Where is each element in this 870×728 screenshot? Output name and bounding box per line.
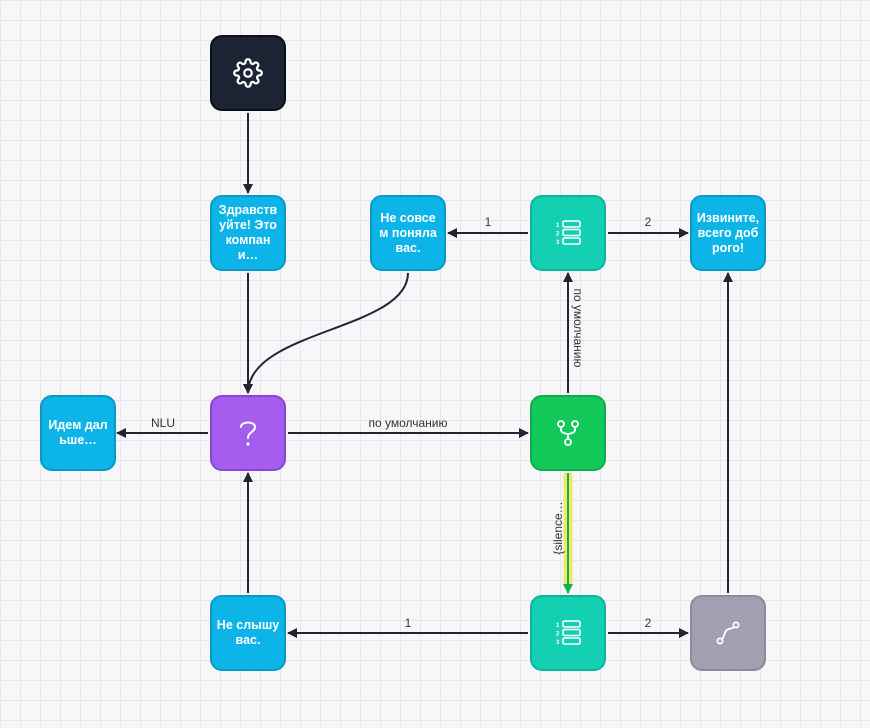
start-node[interactable]: [210, 35, 286, 111]
edge-label-nlu: NLU: [151, 416, 175, 430]
edge-label-top-1: 1: [485, 215, 492, 229]
gear-icon: [233, 58, 263, 88]
edge-label-bottom-2: 2: [645, 616, 652, 630]
greeting-message-node[interactable]: Здравствуйте! Это компани…: [210, 195, 286, 271]
question-node[interactable]: [210, 395, 286, 471]
edge-label-default-main: по умолчанию: [368, 416, 447, 430]
not-hearing-message-node[interactable]: Не слышу вас.: [210, 595, 286, 671]
question-mark-icon: [240, 421, 257, 446]
svg-text:3: 3: [556, 640, 560, 646]
transfer-node[interactable]: [690, 595, 766, 671]
edge-label-bottom-1: 1: [405, 616, 412, 630]
not-understood-message-text: Не совсем поняла вас.: [379, 210, 437, 255]
go-on-message-node[interactable]: Идем дальше…: [40, 395, 116, 471]
svg-text:3: 3: [556, 240, 560, 246]
edge-label-default-up: по умолчанию: [571, 288, 585, 367]
not-hearing-message-text: Не слышу вас.: [216, 618, 280, 647]
goodbye-message-text: Извините, всего доброго!: [696, 210, 760, 255]
numbered-list-icon: 1 2 3: [556, 620, 581, 646]
branch-icon: [557, 420, 579, 446]
menu-bottom-node[interactable]: 1 2 3: [530, 595, 606, 671]
goodbye-message-node[interactable]: Извините, всего доброго!: [690, 195, 766, 271]
numbered-list-icon: 1 2 3: [556, 220, 581, 246]
svg-text:2: 2: [556, 232, 560, 238]
fork-node[interactable]: [530, 395, 606, 471]
edge-label-silence: {silence…: [551, 501, 565, 554]
svg-text:2: 2: [556, 632, 560, 638]
svg-text:1: 1: [556, 223, 560, 229]
menu-top-node[interactable]: 1 2 3: [530, 195, 606, 271]
svg-text:1: 1: [556, 623, 560, 629]
not-understood-message-node[interactable]: Не совсем поняла вас.: [370, 195, 446, 271]
route-icon: [716, 621, 740, 645]
edge-not-understood-question[interactable]: [243, 272, 409, 394]
go-on-message-text: Идем дальше…: [48, 418, 108, 447]
edge-label-top-2: 2: [645, 215, 652, 229]
greeting-message-text: Здравствуйте! Это компани…: [218, 203, 278, 262]
